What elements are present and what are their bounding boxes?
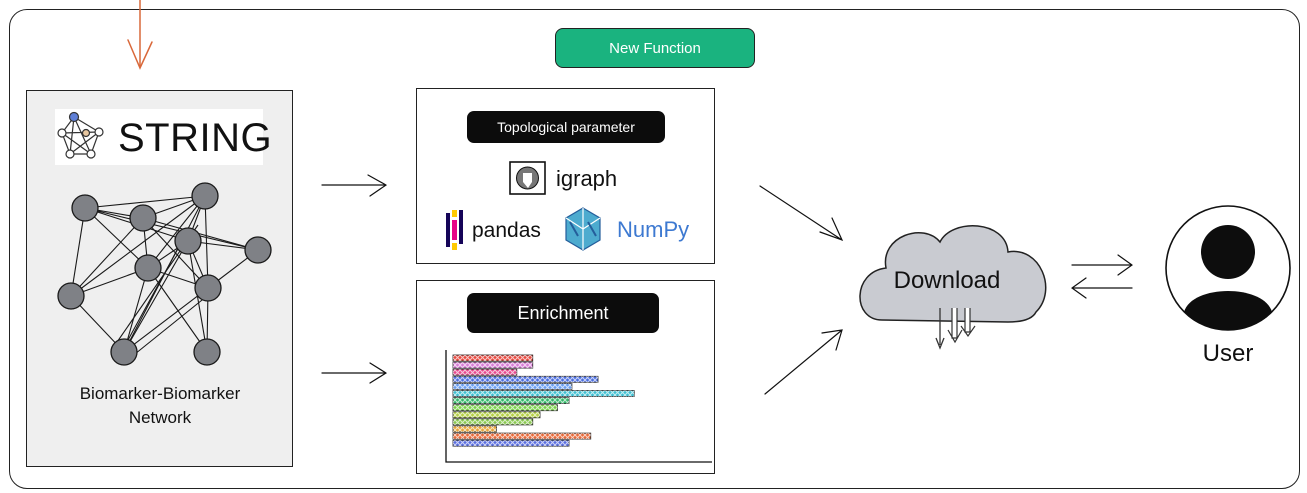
enrichment-bar-chart — [445, 350, 712, 463]
enrichment-bar-hatch — [453, 383, 572, 390]
enrichment-bar-hatch — [453, 390, 635, 397]
pandas-logo-icon — [446, 210, 463, 250]
download-cloud-icon — [859, 225, 1047, 350]
network-nodes — [57, 182, 272, 366]
enrichment-bar-hatch — [453, 376, 598, 383]
pandas-label: pandas — [472, 219, 541, 242]
numpy-logo-icon — [565, 207, 601, 251]
network-node — [129, 204, 157, 232]
network-caption: Biomarker-Biomarker Network — [30, 382, 290, 430]
network-node — [193, 338, 221, 366]
topological-parameter-header: Topological parameter — [467, 111, 665, 143]
flow-arrows — [321, 174, 1134, 395]
network-caption-line1: Biomarker-Biomarker — [79, 384, 241, 403]
network-node — [194, 274, 222, 302]
network-node — [57, 282, 85, 310]
enrichment-bar-hatch — [453, 411, 540, 418]
network-node — [191, 182, 219, 210]
network-node — [110, 338, 138, 366]
igraph-label: igraph — [556, 166, 618, 191]
enrichment-bar-hatch — [453, 369, 517, 376]
enrichment-bar-hatch — [453, 362, 533, 369]
string-logo-text: STRING — [118, 116, 273, 160]
network-node — [71, 194, 99, 222]
enrichment-bar-hatch — [453, 440, 569, 447]
network-node — [174, 227, 202, 255]
user-label: User — [1202, 340, 1254, 367]
enrichment-bar-hatch — [453, 404, 558, 411]
enrichment-header: Enrichment — [467, 293, 659, 333]
user-avatar-icon — [1165, 205, 1291, 331]
enrichment-bar-hatch — [453, 397, 569, 404]
network-caption-line2: Network — [128, 408, 192, 427]
diagram-frame — [9, 9, 1300, 489]
enrichment-bar-hatch — [453, 433, 591, 440]
network-node — [134, 254, 162, 282]
biomarker-network-graph — [70, 195, 259, 359]
network-node — [244, 236, 272, 264]
new-function-badge: New Function — [555, 28, 755, 68]
igraph-logo-icon — [509, 161, 546, 195]
numpy-label: NumPy — [617, 217, 690, 242]
enrichment-bar-hatch — [453, 426, 497, 432]
string-network-icon — [57, 111, 104, 159]
enrichment-bar-hatch — [453, 418, 533, 425]
input-arrow — [127, 0, 153, 70]
download-label: Download — [893, 267, 1001, 294]
enrichment-bar-hatch — [453, 355, 533, 361]
